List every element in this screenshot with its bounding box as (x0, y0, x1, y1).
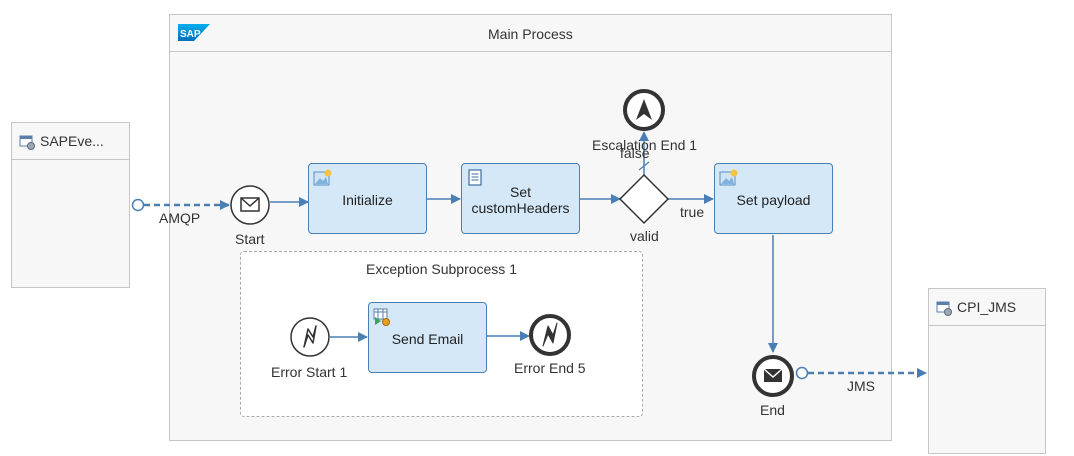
end-event-label: End (760, 402, 785, 418)
set-payload-task-label: Set payload (736, 191, 811, 208)
receiver-participant-label: CPI_JMS (957, 299, 1017, 315)
script-icon (468, 169, 482, 186)
exception-subprocess[interactable]: Exception Subprocess 1 (240, 251, 643, 417)
error-start-event-label: Error Start 1 (271, 364, 348, 380)
sender-participant[interactable]: SAPEve... (11, 122, 130, 288)
gateway-label: valid (630, 228, 659, 244)
receiver-participant-header (929, 289, 1045, 326)
escalation-end-event-label: Escalation End 1 (592, 137, 698, 153)
error-end-event[interactable] (529, 314, 571, 356)
jms-message-flow[interactable] (795, 366, 927, 380)
start-event[interactable] (230, 185, 270, 225)
sap-logo-text: SAP (180, 29, 201, 40)
envelope-filled-icon (763, 368, 783, 382)
send-email-task[interactable]: Send Email (368, 302, 487, 373)
mail-adapter-icon (373, 308, 390, 326)
initialize-task-label: Initialize (342, 191, 393, 208)
content-modifier-icon (719, 169, 738, 186)
flow-gateway-false[interactable] (638, 131, 650, 175)
set-custom-headers-task-label: Set customHeaders (471, 183, 570, 216)
lightning-filled-icon (542, 322, 558, 347)
send-email-task-label: Send Email (391, 330, 464, 347)
set-custom-headers-task[interactable]: Set customHeaders (461, 163, 580, 234)
exclusive-gateway[interactable] (618, 173, 670, 225)
amqp-message-flow[interactable] (131, 198, 230, 212)
error-start-event[interactable] (290, 317, 330, 357)
error-end-event-label: Error End 5 (514, 360, 586, 376)
amqp-flow-label: AMQP (159, 210, 201, 226)
start-event-label: Start (235, 231, 265, 247)
content-modifier-icon (313, 169, 332, 186)
initialize-task[interactable]: Initialize (308, 163, 427, 234)
gateway-true-label: true (680, 204, 705, 220)
escalation-end-event[interactable] (623, 89, 665, 131)
main-process-title: Main Process (488, 26, 573, 42)
receiver-participant[interactable]: CPI_JMS (928, 288, 1046, 454)
main-process-header (170, 15, 891, 52)
envelope-icon (240, 197, 260, 212)
escalation-icon (636, 99, 652, 120)
jms-flow-label: JMS (847, 378, 875, 394)
sender-participant-label: SAPEve... (40, 133, 104, 149)
set-payload-task[interactable]: Set payload (714, 163, 833, 234)
gateway-false-label: false (620, 145, 650, 161)
lightning-icon (303, 325, 317, 348)
participant-icon (19, 135, 35, 150)
exception-subprocess-title: Exception Subprocess 1 (366, 261, 517, 277)
sender-participant-header (12, 123, 129, 160)
participant-icon (936, 301, 952, 316)
end-event[interactable] (752, 355, 794, 397)
sap-logo: SAP (178, 24, 210, 41)
